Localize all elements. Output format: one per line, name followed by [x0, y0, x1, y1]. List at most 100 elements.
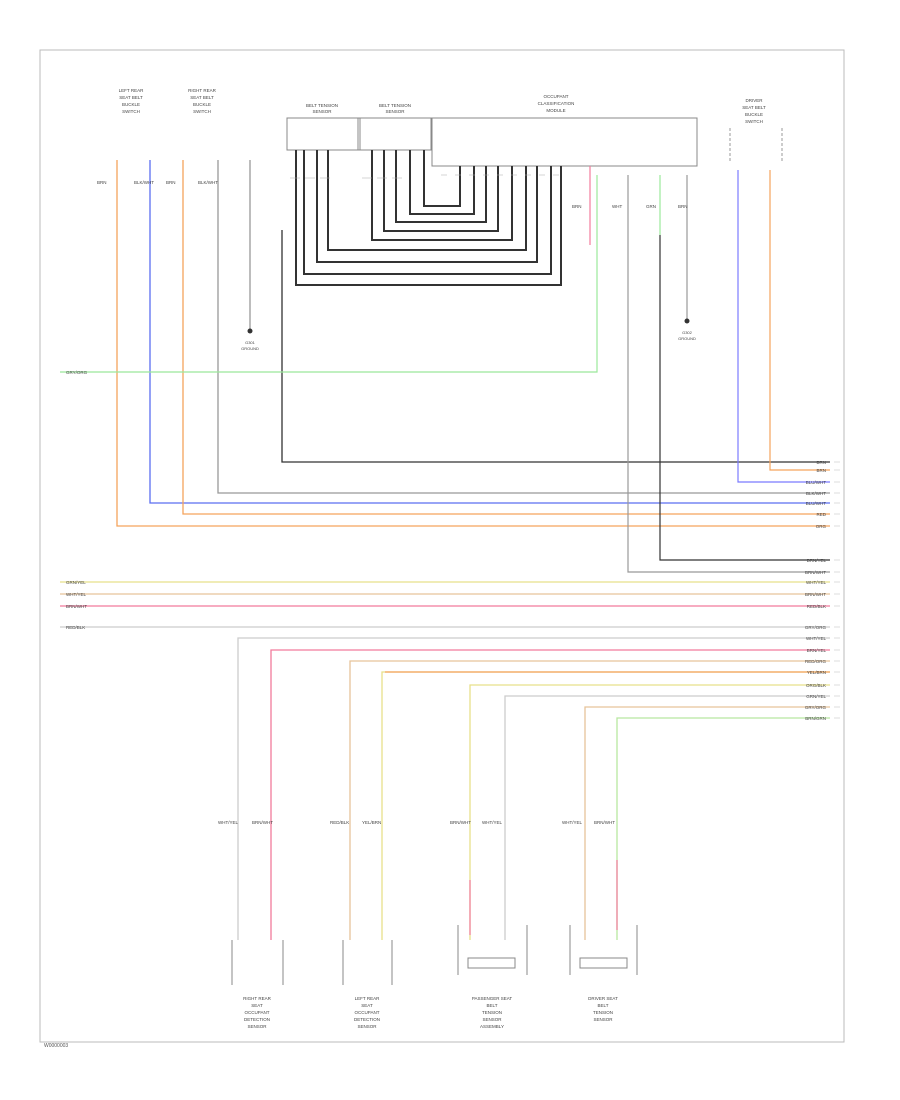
svg-text:SENSOR: SENSOR: [482, 1017, 502, 1022]
svg-text:BELT: BELT: [487, 1003, 498, 1008]
svg-text:SEAT BELT: SEAT BELT: [190, 95, 214, 100]
right-bus-labels: BRN BRN BLU/WHT BLK/WHT BLU/WHT RED ORG …: [805, 460, 827, 721]
bottom-sensor-2: [342, 940, 393, 985]
wire-orange-2: [182, 160, 830, 515]
component-left-rear-buckle-label: LEFT REAR SEAT BELT BUCKLE SWITCH: [119, 88, 144, 114]
bottom-wire-labels: WHT/YEL BRN/WHT RED/BLK YEL/BRN BRN/WHT …: [218, 820, 615, 825]
svg-text:SWITCH: SWITCH: [193, 109, 211, 114]
lower-wire-yellow: [381, 671, 830, 940]
bottom-component-1-label: RIGHT REAR SEAT OCCUPANT DETECTION SENSO…: [243, 996, 271, 1029]
svg-text:BRN/YEL: BRN/YEL: [807, 648, 827, 653]
wire-green-sensor: [60, 175, 598, 373]
lower-wire-yellow-2: [469, 684, 830, 940]
svg-text:GRY/ORG: GRY/ORG: [805, 625, 827, 630]
svg-text:SENSOR: SENSOR: [247, 1024, 267, 1029]
component-belt-tension-sensor-1-label: BELT TENSION SENSOR: [306, 103, 338, 114]
svg-text:TENSION: TENSION: [482, 1010, 502, 1015]
svg-text:LEFT REAR: LEFT REAR: [119, 88, 144, 93]
diagram-frame: [39, 49, 845, 1043]
component-occupant-classification-module-label: OCCUPANT CLASSIFICATION MODULE: [538, 94, 575, 113]
svg-text:BRN: BRN: [816, 460, 826, 465]
svg-text:BUCKLE: BUCKLE: [193, 102, 211, 107]
svg-text:SENSOR: SENSOR: [385, 109, 405, 114]
svg-text:DETECTION: DETECTION: [354, 1017, 380, 1022]
ground-g301: G301 GROUND: [241, 328, 259, 351]
lower-bus: [237, 637, 830, 940]
belt-tension-sensor-1-box: [286, 117, 361, 151]
diagram-code: W0000003: [44, 1043, 69, 1049]
svg-text:BLK/WHT: BLK/WHT: [806, 491, 826, 496]
svg-text:BRN/WHT: BRN/WHT: [450, 820, 471, 825]
svg-text:BRN/WHT: BRN/WHT: [252, 820, 273, 825]
svg-text:G301: G301: [245, 340, 256, 345]
svg-text:RED/BLK: RED/BLK: [807, 604, 826, 609]
wire-orange-main: [116, 160, 830, 527]
svg-text:BRN/WHT: BRN/WHT: [805, 570, 826, 575]
svg-text:RED/BLK: RED/BLK: [66, 625, 85, 630]
right-vertical-wires: [589, 166, 830, 573]
wire-gray-1: [217, 160, 830, 494]
bottom-sensor-1: [231, 940, 284, 985]
component-belt-tension-sensor-2-label: BELT TENSION SENSOR: [379, 103, 411, 114]
svg-text:BUCKLE: BUCKLE: [122, 102, 140, 107]
svg-text:BELT: BELT: [598, 1003, 609, 1008]
svg-text:BLK/WHT: BLK/WHT: [198, 180, 218, 185]
right-connector-ticks: [834, 461, 840, 719]
svg-text:SWITCH: SWITCH: [122, 109, 140, 114]
svg-text:BRN: BRN: [678, 204, 688, 209]
svg-text:WHT/YEL: WHT/YEL: [482, 820, 502, 825]
wire-black-module: [659, 235, 830, 561]
lower-wire-gray-2: [504, 695, 830, 940]
module-harness-black: [295, 150, 562, 286]
svg-text:PASSENGER SEAT: PASSENGER SEAT: [472, 996, 513, 1001]
lower-wire-pink: [270, 649, 830, 940]
svg-text:BRN/WHT: BRN/WHT: [66, 604, 87, 609]
wire-violet: [737, 170, 830, 483]
svg-text:WHT/YEL: WHT/YEL: [66, 592, 86, 597]
svg-text:GRY/ORG: GRY/ORG: [805, 705, 827, 710]
bottom-pink-segments: [469, 860, 618, 935]
svg-text:G302: G302: [682, 330, 693, 335]
bottom-component-2-label: LEFT REAR SEAT OCCUPANT DETECTION SENSOR: [354, 996, 380, 1029]
bottom-component-4-label: DRIVER SEAT BELT TENSION SENSOR: [588, 996, 618, 1022]
svg-text:ORG/BLK: ORG/BLK: [806, 683, 826, 688]
lower-wire-gray: [237, 637, 830, 940]
occupant-classification-module-box: [431, 117, 698, 167]
svg-text:SENSOR: SENSOR: [357, 1024, 377, 1029]
svg-text:LEFT REAR: LEFT REAR: [355, 996, 380, 1001]
svg-text:RIGHT REAR: RIGHT REAR: [188, 88, 216, 93]
ground-g302: G302 GROUND: [678, 318, 696, 341]
svg-text:ORG: ORG: [816, 524, 827, 529]
left-vertical-wires: [116, 160, 830, 527]
left-bus-labels: GRN/YEL WHT/YEL BRN/WHT RED/BLK GRY/ORG: [66, 370, 88, 630]
svg-text:YEL/BRN: YEL/BRN: [362, 820, 381, 825]
lower-wire-light-green: [616, 717, 830, 940]
belt-tension-sensor-2-box: [357, 117, 432, 151]
wire-gray-module: [627, 175, 830, 573]
svg-text:SWITCH: SWITCH: [745, 119, 763, 124]
svg-text:OCCUPANT: OCCUPANT: [544, 94, 569, 99]
svg-text:RIGHT REAR: RIGHT REAR: [243, 996, 271, 1001]
svg-text:MODULE: MODULE: [546, 108, 565, 113]
bottom-sensor-4: [569, 925, 638, 975]
svg-text:RED: RED: [816, 512, 826, 517]
component-right-rear-buckle-label: RIGHT REAR SEAT BELT BUCKLE SWITCH: [188, 88, 216, 114]
svg-text:WHT/YEL: WHT/YEL: [806, 580, 826, 585]
component-driver-buckle-label: DRIVER SEAT BELT BUCKLE SWITCH: [742, 98, 766, 124]
svg-text:BRN/WHT: BRN/WHT: [805, 592, 826, 597]
bottom-sensor-3: [457, 925, 528, 975]
svg-text:BRN: BRN: [97, 180, 107, 185]
svg-text:BELT TENSION: BELT TENSION: [306, 103, 338, 108]
svg-text:RED/ORG: RED/ORG: [805, 659, 827, 664]
svg-text:YEL/BRN: YEL/BRN: [807, 670, 826, 675]
svg-text:BLU/WHT: BLU/WHT: [806, 480, 827, 485]
lower-wire-tan-2: [584, 706, 830, 940]
svg-text:BRN: BRN: [816, 468, 826, 473]
wire-orange-right: [769, 170, 830, 471]
svg-text:DETECTION: DETECTION: [244, 1017, 270, 1022]
svg-text:WHT/YEL: WHT/YEL: [562, 820, 582, 825]
svg-text:BRN/WHT: BRN/WHT: [594, 820, 615, 825]
svg-text:OCCUPANT: OCCUPANT: [245, 1010, 270, 1015]
svg-text:SENSOR: SENSOR: [312, 109, 332, 114]
